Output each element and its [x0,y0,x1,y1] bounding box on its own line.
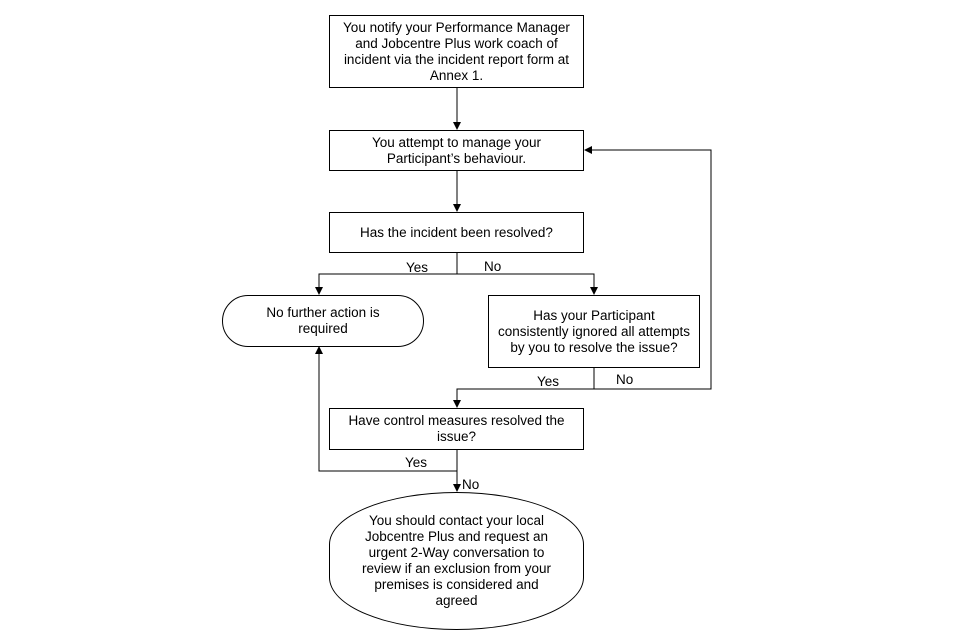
arrow-ignored-no-to-manage [584,146,712,390]
no-further-action-terminal: No further action is required [222,295,424,347]
label-ignored-no: No [616,372,634,387]
arrow-control-yes-to-no-action [315,346,457,472]
control-measures-decision: Have control measures resolved the issue… [329,408,584,450]
label-ignored-yes: Yes [537,374,560,389]
contact-jobcentre-terminal: You should contact your local Jobcentre … [329,492,584,630]
incident-resolved-decision: Has the incident been resolved? [329,212,584,253]
label-control-yes: Yes [405,455,428,470]
label-control-no: No [462,477,480,492]
label-resolved-no: No [484,259,502,274]
arrow-resolved-no-to-ignored [457,273,598,295]
arrow-ignored-yes-to-control [453,368,595,408]
manage-behaviour-box: You attempt to manage your Participant’s… [329,130,584,171]
arrow-resolved-yes-to-no-action [315,253,458,295]
notify-box: You notify your Performance Manager and … [329,15,584,88]
participant-ignored-decision: Has your Participant consistently ignore… [488,295,700,368]
label-resolved-yes: Yes [406,260,429,275]
